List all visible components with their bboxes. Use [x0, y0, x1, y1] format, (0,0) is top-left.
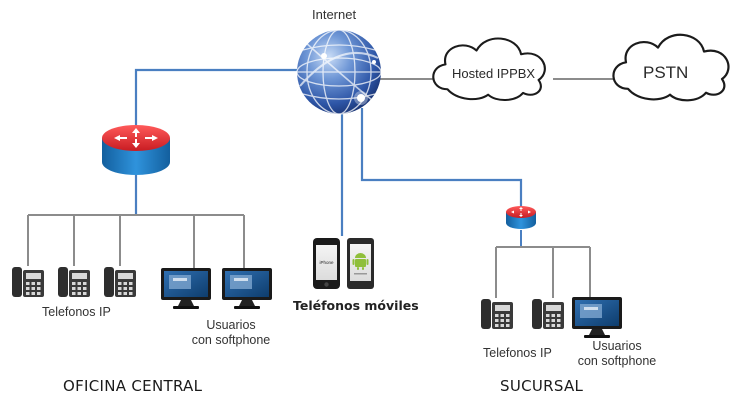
link-globe-branch-router	[360, 108, 523, 210]
iphone-screen-text: iPhone	[319, 260, 334, 265]
monitor-icon	[572, 297, 622, 338]
ip-phone-icon	[58, 267, 90, 297]
branch-softphone-line1: Usuarios	[592, 339, 642, 353]
globe-icon	[296, 29, 382, 115]
central-softphone-label: Usuarios con softphone	[186, 318, 276, 348]
iphone-icon: iPhone	[313, 238, 340, 289]
monitor-icon	[222, 268, 272, 309]
ip-phone-icon	[481, 299, 513, 329]
ip-phone-icon	[12, 267, 44, 297]
central-lan-bus	[27, 214, 245, 268]
hosted-ippbx-label: Hosted IPPBX	[452, 66, 536, 81]
central-ip-phones-label: Telefonos IP	[42, 305, 111, 319]
central-softphone-line2: con softphone	[191, 333, 271, 347]
ip-phone-icon	[532, 299, 564, 329]
central-softphone-line1: Usuarios	[206, 318, 256, 332]
monitor-icon	[161, 268, 211, 309]
central-office-label: OFICINA CENTRAL	[63, 377, 203, 395]
branch-lan-bus	[495, 246, 591, 298]
branch-softphone-line2: con softphone	[577, 354, 657, 368]
ip-phone-icon	[104, 267, 136, 297]
branch-ip-phones-label: Telefonos IP	[483, 346, 552, 360]
internet-label: Internet	[312, 7, 357, 22]
central-router-icon	[102, 125, 170, 175]
branch-office-label: SUCURSAL	[500, 377, 584, 395]
android-phone-icon	[347, 238, 374, 289]
mobile-phones-label: Teléfonos móviles	[293, 298, 419, 313]
pstn-label: PSTN	[643, 63, 689, 82]
branch-softphone-label: Usuarios con softphone	[572, 339, 662, 369]
link-globe-central-router	[134, 68, 300, 135]
branch-router-icon	[506, 206, 536, 229]
